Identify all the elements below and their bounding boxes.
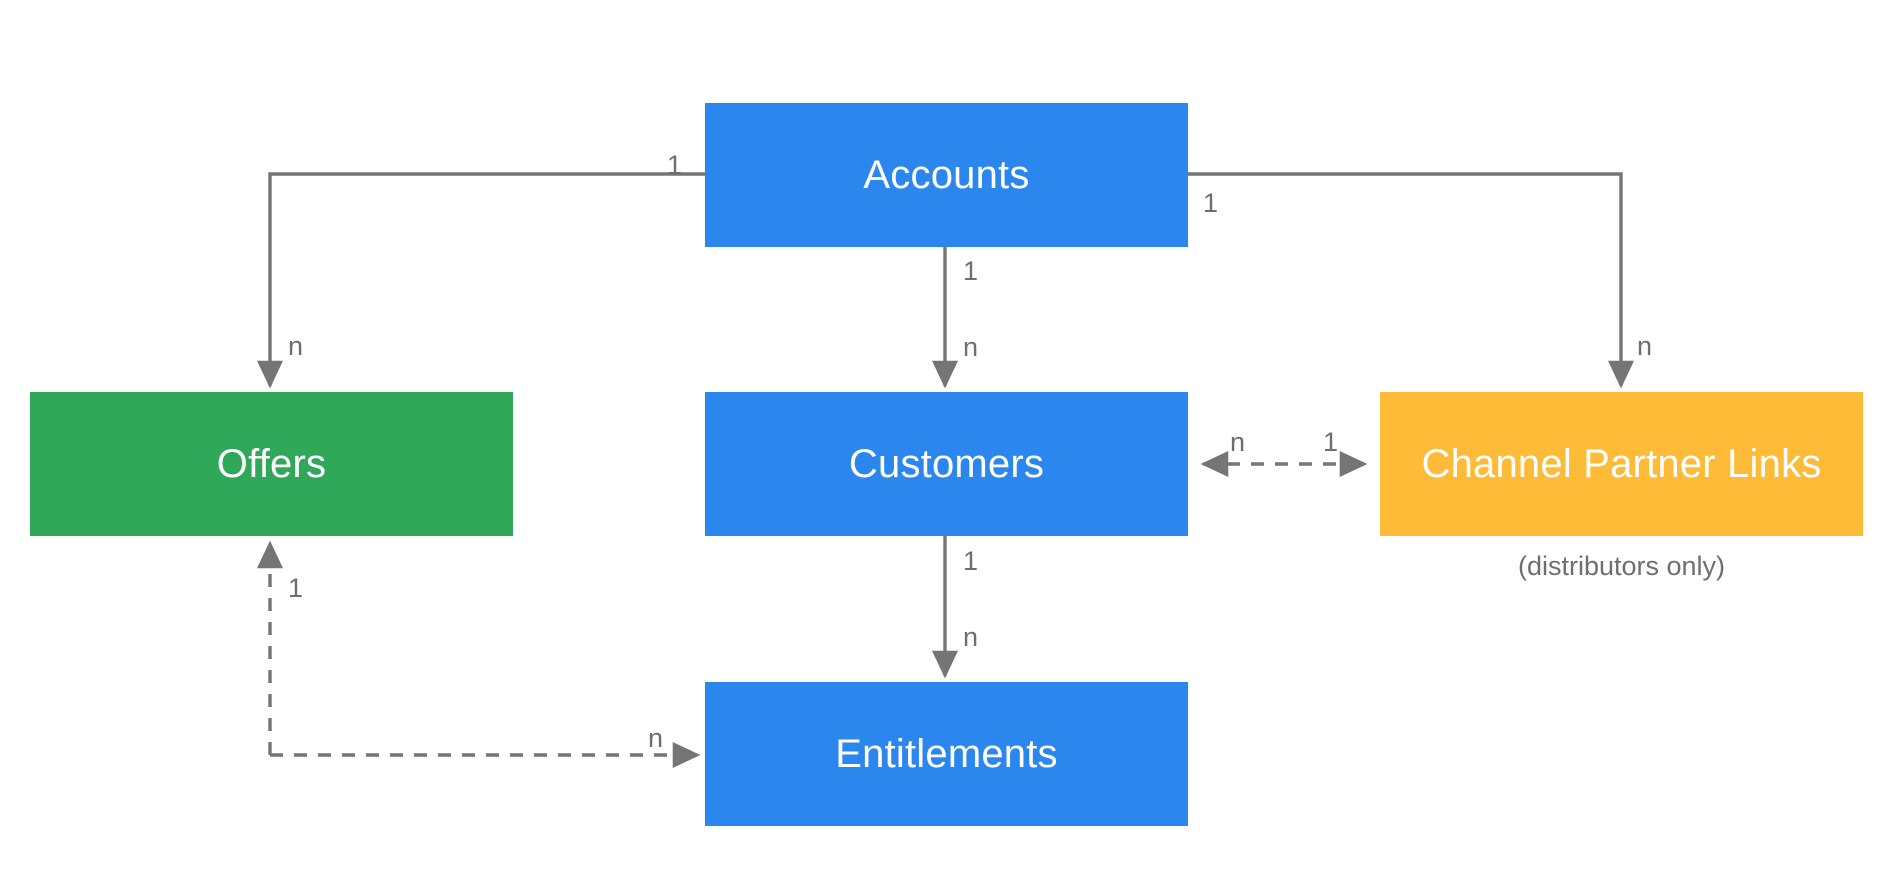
node-accounts[interactable]: Accounts xyxy=(705,103,1188,247)
node-offers-label: Offers xyxy=(216,442,327,486)
node-channel-partner-links-label: Channel Partner Links xyxy=(1421,442,1822,486)
cardinality-accounts-customers-target: n xyxy=(963,332,979,362)
cardinality-offers-entitlements-target: n xyxy=(648,723,664,753)
cardinality-customers-entitlements-target: n xyxy=(963,622,979,652)
node-offers[interactable]: Offers xyxy=(30,392,513,536)
node-entitlements[interactable]: Entitlements xyxy=(705,682,1188,826)
node-channel-partner-links[interactable]: Channel Partner Links xyxy=(1380,392,1863,536)
cardinality-customers-channel-target: 1 xyxy=(1323,427,1339,457)
cardinality-accounts-customers-source: 1 xyxy=(963,256,979,286)
edge-accounts-channel xyxy=(1188,172,1635,389)
channel-partner-links-caption: (distributors only) xyxy=(1517,551,1726,581)
cardinality-offers-entitlements-source: 1 xyxy=(288,573,304,603)
cardinality-customers-channel-source: n xyxy=(1230,427,1246,457)
node-entitlements-label: Entitlements xyxy=(835,732,1058,776)
node-customers[interactable]: Customers xyxy=(705,392,1188,536)
cardinality-accounts-channel-target: n xyxy=(1637,331,1653,361)
cardinality-accounts-offers-target: n xyxy=(288,331,304,361)
cardinality-customers-entitlements-source: 1 xyxy=(963,546,979,576)
cardinality-accounts-offers-source: 1 xyxy=(667,150,683,180)
node-accounts-label: Accounts xyxy=(863,153,1030,197)
edge-accounts-offers xyxy=(256,172,705,389)
cardinality-accounts-channel-source: 1 xyxy=(1203,188,1219,218)
node-customers-label: Customers xyxy=(848,442,1045,486)
